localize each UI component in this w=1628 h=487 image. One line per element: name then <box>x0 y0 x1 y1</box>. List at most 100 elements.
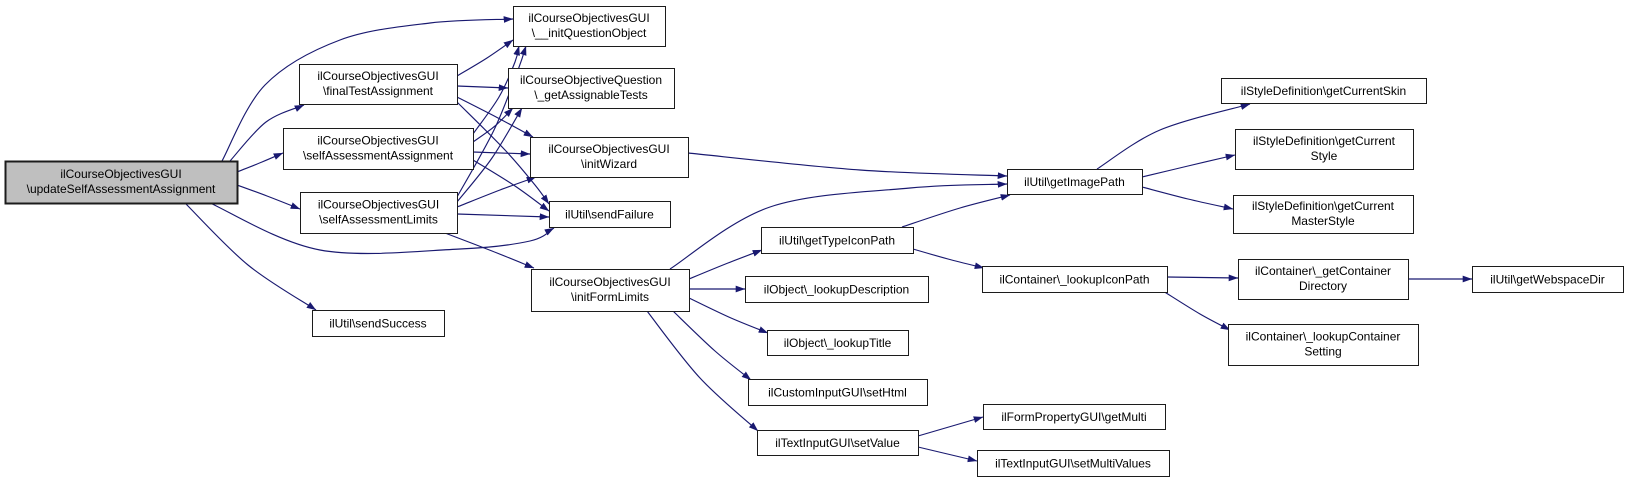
graph-node-label: ilContainer\_lookupContainer <box>1246 330 1401 344</box>
graph-node-box[interactable] <box>982 403 1167 431</box>
node-setHtml[interactable]: ilCustomInputGUI\setHtml <box>747 378 929 407</box>
edge-selfAssessmentLimits-to-getAssignableTests <box>456 107 523 203</box>
node-getCurrentSkin[interactable]: ilStyleDefinition\getCurrentSkin <box>1220 77 1428 105</box>
edge-updateSelfAssessmentAssignment-to-selfAssessmentAssignment <box>236 152 284 173</box>
edge-initFormLimits-to-lookupTitle <box>688 297 769 334</box>
graph-node-label: Style <box>1311 149 1338 163</box>
node-setMultiValues[interactable]: ilTextInputGUI\setMultiValues <box>976 449 1171 478</box>
edge-finalTestAssignment-to-getAssignableTests <box>456 84 509 92</box>
edge-getTypeIconPath-to-lookupIconPath <box>912 248 985 270</box>
graph-node-box[interactable] <box>1234 128 1415 171</box>
graph-node-label: ilCourseObjectivesGUI <box>317 69 438 83</box>
edge-selfAssessmentLimits-to-initFormLimits <box>444 232 535 269</box>
edge-lookupIconPath-to-lookupContainerSetting <box>1162 290 1231 331</box>
graph-node-box[interactable] <box>282 127 475 171</box>
graph-node-label: ilCourseObjectivesGUI <box>318 198 439 212</box>
graph-node-box[interactable] <box>760 226 915 255</box>
graph-node-box[interactable] <box>512 5 667 48</box>
node-updateSelfAssessmentAssignment: ilCourseObjectivesGUI\updateSelfAssessme… <box>4 160 239 205</box>
graph-node-label: ilTextInputGUI\setValue <box>775 436 900 450</box>
graph-node-label: ilContainer\_lookupIconPath <box>999 273 1149 287</box>
graph-node-box[interactable] <box>530 268 691 313</box>
graph-node-box[interactable] <box>311 309 446 338</box>
graph-node-label: ilObject\_lookupDescription <box>764 283 909 297</box>
edge-selfAssessmentLimits-to-sendFailure <box>456 213 550 221</box>
graph-node-box[interactable] <box>1006 168 1144 196</box>
graph-node-label: ilUtil\getTypeIconPath <box>779 234 895 248</box>
node-selfAssessmentLimits[interactable]: ilCourseObjectivesGUI\selfAssessmentLimi… <box>299 191 459 235</box>
graph-node-box[interactable] <box>298 63 459 106</box>
node-getWebspaceDir[interactable]: ilUtil\getWebspaceDir <box>1471 265 1625 294</box>
node-getImagePath[interactable]: ilUtil\getImagePath <box>1006 168 1144 196</box>
graph-node-box[interactable] <box>747 378 929 407</box>
graph-node-box[interactable] <box>744 275 930 304</box>
graph-node-label: ilCourseObjectivesGUI <box>317 134 438 148</box>
graph-node-label: Setting <box>1304 345 1341 359</box>
graph-node-label: \initWizard <box>581 157 637 171</box>
edge-initFormLimits-to-setHtml <box>672 310 752 381</box>
edge-finalTestAssignment-to-initQuestionObject <box>456 39 514 77</box>
node-getMulti[interactable]: ilFormPropertyGUI\getMulti <box>982 403 1167 431</box>
edge-initFormLimits-to-getTypeIconPath <box>688 249 763 280</box>
edge-initFormLimits-to-getImagePath <box>669 181 1008 270</box>
edge-getImagePath-to-getCurrentMasterStyle <box>1141 186 1234 211</box>
graph-node-box[interactable] <box>981 265 1169 294</box>
graph-node-label: ilCourseObjectivesGUI <box>528 11 649 25</box>
graph-node-box[interactable] <box>529 136 690 179</box>
graph-node-label: \selfAssessmentAssignment <box>303 149 454 163</box>
graph-node-box[interactable] <box>756 429 920 457</box>
graph-node-box[interactable] <box>1220 77 1428 105</box>
node-lookupTitle[interactable]: ilObject\_lookupTitle <box>766 329 910 357</box>
graph-node-label: ilUtil\getImagePath <box>1024 175 1125 189</box>
node-getAssignableTests[interactable]: ilCourseObjectiveQuestion\_getAssignable… <box>507 67 676 110</box>
graph-node-label: ilCourseObjectivesGUI <box>60 167 181 181</box>
edge-updateSelfAssessmentAssignment-to-sendFailure <box>209 202 555 255</box>
node-sendSuccess[interactable]: ilUtil\sendSuccess <box>311 309 446 338</box>
graph-node-box[interactable] <box>548 200 672 229</box>
edge-getImagePath-to-getCurrentStyle <box>1141 153 1236 178</box>
edge-getImagePath-to-getCurrentSkin <box>1096 103 1251 170</box>
edge-finalTestAssignment-to-sendFailure <box>456 101 550 205</box>
graph-node-label: ilStyleDefinition\getCurrent <box>1253 134 1396 148</box>
graph-node-box[interactable] <box>1232 194 1415 235</box>
edge-finalTestAssignment-to-initWizard <box>456 96 534 138</box>
graph-node-label: ilCustomInputGUI\setHtml <box>768 386 907 400</box>
graph-node-box[interactable] <box>1227 323 1420 367</box>
graph-node-label: ilStyleDefinition\getCurrent <box>1252 199 1395 213</box>
graph-node-box-current <box>4 160 239 205</box>
graph-node-label: ilFormPropertyGUI\getMulti <box>1001 410 1146 424</box>
node-lookupIconPath[interactable]: ilContainer\_lookupIconPath <box>981 265 1169 294</box>
node-lookupDescription[interactable]: ilObject\_lookupDescription <box>744 275 930 304</box>
graph-node-box[interactable] <box>507 67 676 110</box>
graph-node-box[interactable] <box>976 449 1171 478</box>
graph-node-box[interactable] <box>1471 265 1625 294</box>
graph-node-label: ilTextInputGUI\setMultiValues <box>995 457 1151 471</box>
edge-updateSelfAssessmentAssignment-to-selfAssessmentLimits <box>236 184 301 210</box>
edge-selfAssessmentAssignment-to-getAssignableTests <box>472 107 514 143</box>
node-getTypeIconPath[interactable]: ilUtil\getTypeIconPath <box>760 226 915 255</box>
graph-node-box[interactable] <box>299 191 459 235</box>
edge-updateSelfAssessmentAssignment-to-finalTestAssignment <box>229 104 305 162</box>
node-sendFailure[interactable]: ilUtil\sendFailure <box>548 200 672 229</box>
graph-node-box[interactable] <box>766 329 910 357</box>
graph-node-box[interactable] <box>1237 258 1410 301</box>
node-selfAssessmentAssignment[interactable]: ilCourseObjectivesGUI\selfAssessmentAssi… <box>282 127 475 171</box>
graph-node-label: ilObject\_lookupTitle <box>784 336 892 350</box>
graph-node-label: \finalTestAssignment <box>323 84 434 98</box>
edge-setValue-to-getMulti <box>917 416 984 437</box>
node-initQuestionObject[interactable]: ilCourseObjectivesGUI\__initQuestionObje… <box>512 5 667 48</box>
node-finalTestAssignment[interactable]: ilCourseObjectivesGUI\finalTestAssignmen… <box>298 63 459 106</box>
node-initFormLimits[interactable]: ilCourseObjectivesGUI\initFormLimits <box>530 268 691 313</box>
graph-node-label: ilUtil\getWebspaceDir <box>1490 273 1605 287</box>
node-initWizard[interactable]: ilCourseObjectivesGUI\initWizard <box>529 136 690 179</box>
node-setValue[interactable]: ilTextInputGUI\setValue <box>756 429 920 457</box>
graph-node-label: ilCourseObjectivesGUI <box>548 142 669 156</box>
graph-node-label: \__initQuestionObject <box>532 26 647 40</box>
graph-node-label: ilUtil\sendFailure <box>565 208 654 222</box>
graph-node-label: ilCourseObjectivesGUI <box>549 275 670 289</box>
